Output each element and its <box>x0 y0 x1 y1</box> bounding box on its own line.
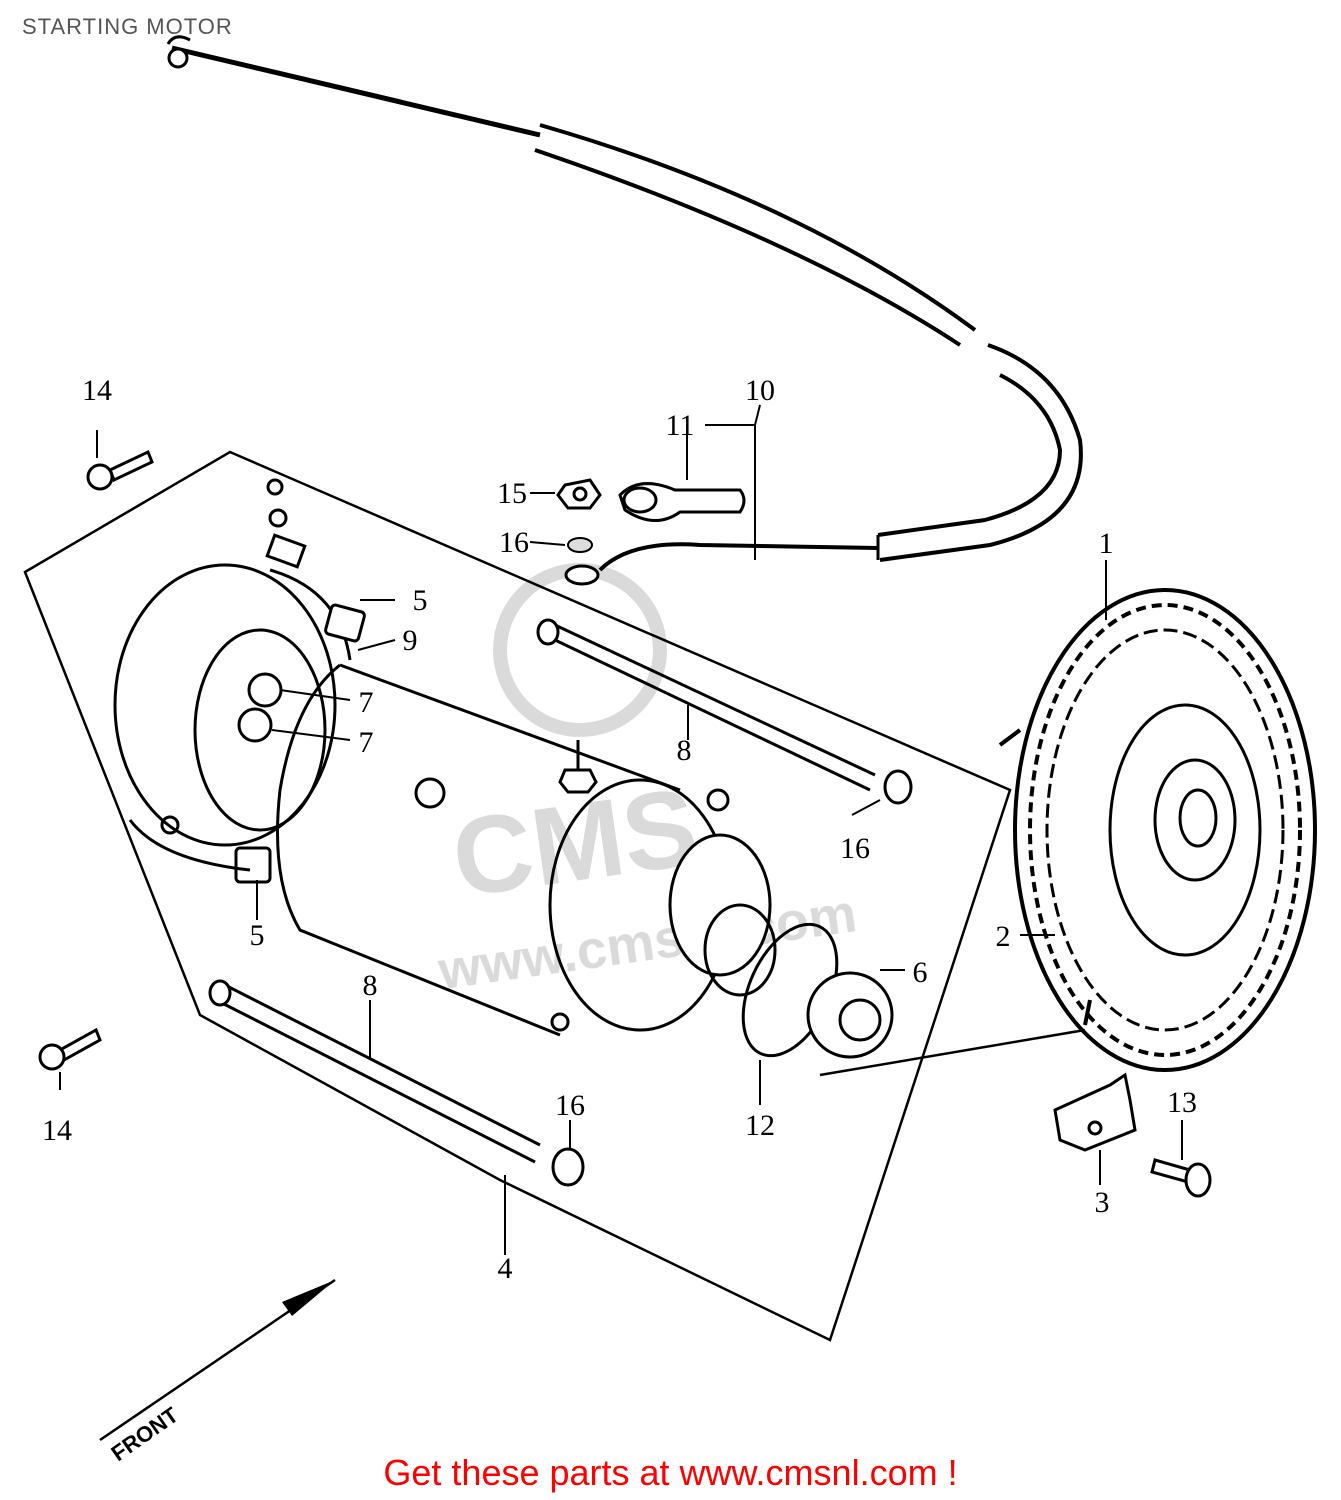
motor-end-cover <box>113 478 366 884</box>
terminal-cover <box>618 482 746 522</box>
callout-11: 11 <box>666 409 695 442</box>
callout-7-top: 7 <box>359 686 374 719</box>
bracket <box>1053 1072 1137 1152</box>
callout-12: 12 <box>745 1109 775 1142</box>
callout-13: 13 <box>1167 1086 1197 1119</box>
callout-15: 15 <box>497 477 527 510</box>
callout-8-upper: 8 <box>677 734 692 767</box>
callout-16-top: 16 <box>499 526 529 559</box>
leader-lines <box>59 404 1183 1255</box>
promo-text[interactable]: Get these parts at www.cmsnl.com ! <box>383 1452 958 1493</box>
through-bolt-lower <box>208 979 541 1164</box>
callout-14-bottom: 14 <box>42 1114 72 1147</box>
callout-14-top: 14 <box>82 374 112 407</box>
battery-cable <box>166 35 1083 586</box>
motor-body <box>276 663 777 1037</box>
callout-6: 6 <box>913 956 928 989</box>
callout-10: 10 <box>745 374 775 407</box>
callout-5-bottom: 5 <box>250 919 265 952</box>
watermark: CMS www.cmsnl.com <box>434 563 860 1001</box>
callout-3: 3 <box>1095 1186 1110 1219</box>
callout-4: 4 <box>498 1252 513 1285</box>
callout-5-top: 5 <box>413 584 428 617</box>
chain <box>998 588 1317 1072</box>
callout-2: 2 <box>996 920 1011 953</box>
terminal-nut <box>556 478 602 510</box>
washer-16-top <box>567 537 593 553</box>
bolt-13 <box>1150 1158 1212 1198</box>
callout-8-lower: 8 <box>363 969 378 1002</box>
washer-16-bottom <box>551 1147 585 1187</box>
screw-14-top <box>86 449 154 491</box>
through-bolt-upper <box>536 618 876 792</box>
callout-1: 1 <box>1099 527 1114 560</box>
driven-sprocket <box>1045 628 1285 1032</box>
callout-16-bottom: 16 <box>555 1089 585 1122</box>
screw-14-bottom <box>38 1027 102 1071</box>
assembly-outline <box>23 450 1012 1342</box>
washer-16-right <box>883 769 913 805</box>
chain-link-line <box>819 1028 1086 1077</box>
drive-sprocket <box>806 971 894 1059</box>
callout-7-bottom: 7 <box>359 726 374 759</box>
page-title: STARTING MOTOR <box>22 14 233 39</box>
callout-16-right: 16 <box>840 832 870 865</box>
front-arrow: FRONT <box>99 1278 336 1466</box>
callouts: 14 14 10 11 15 16 1 5 9 7 7 8 16 5 2 6 8… <box>42 374 1197 1285</box>
callout-9: 9 <box>403 624 418 657</box>
